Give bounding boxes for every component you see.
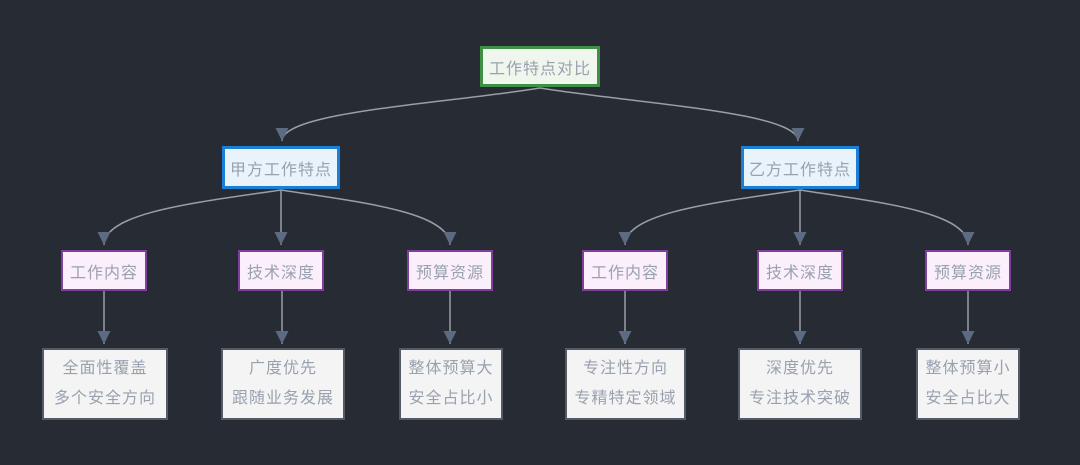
- leaf-line: 专精特定领域: [574, 390, 677, 407]
- leaf-line: 广度优先: [248, 360, 317, 377]
- node-leaf-a-1: 广度优先 跟随业务发展: [221, 348, 345, 420]
- node-category-a-1: 技术深度: [238, 250, 324, 291]
- node-category-b-2: 预算资源: [925, 250, 1011, 291]
- node-leaf-a-0: 全面性覆盖 多个安全方向: [42, 348, 168, 420]
- node-category-b-1: 技术深度: [757, 250, 843, 291]
- leaf-line: 整体预算大: [408, 360, 494, 377]
- node-category-a-0: 工作内容: [61, 250, 147, 291]
- edge-branch-b-to-cat-2: [799, 189, 975, 246]
- leaf-line: 整体预算小: [925, 360, 1011, 377]
- node-leaf-b-1: 深度优先 专注技术突破: [738, 348, 862, 420]
- node-category-b-0: 工作内容: [582, 250, 668, 291]
- node-branch-a: 甲方工作特点: [222, 146, 340, 189]
- node-leaf-b-0: 专注性方向 专精特定领域: [565, 348, 686, 420]
- edge-root-to-branch-a: [275, 87, 541, 142]
- edge-branch-b-to-cat-0: [618, 189, 801, 246]
- node-branch-b: 乙方工作特点: [741, 146, 859, 189]
- leaf-line: 安全占比小: [408, 390, 494, 407]
- leaf-line: 安全占比大: [925, 390, 1011, 407]
- node-root: 工作特点对比: [480, 46, 600, 87]
- leaf-line: 跟随业务发展: [231, 390, 334, 407]
- leaf-line: 全面性覆盖: [62, 360, 148, 377]
- node-leaf-b-2: 整体预算小 安全占比大: [916, 348, 1020, 420]
- node-category-a-2: 预算资源: [407, 250, 493, 291]
- leaf-line: 多个安全方向: [53, 390, 156, 407]
- edge-root-to-branch-b: [539, 87, 805, 142]
- edge-branch-a-to-cat-2: [280, 189, 457, 246]
- node-leaf-a-2: 整体预算大 安全占比小: [399, 348, 503, 420]
- leaf-line: 专注技术突破: [748, 390, 851, 407]
- leaf-line: 深度优先: [765, 360, 834, 377]
- edge-branch-a-to-cat-0: [97, 189, 282, 246]
- leaf-line: 专注性方向: [582, 360, 668, 377]
